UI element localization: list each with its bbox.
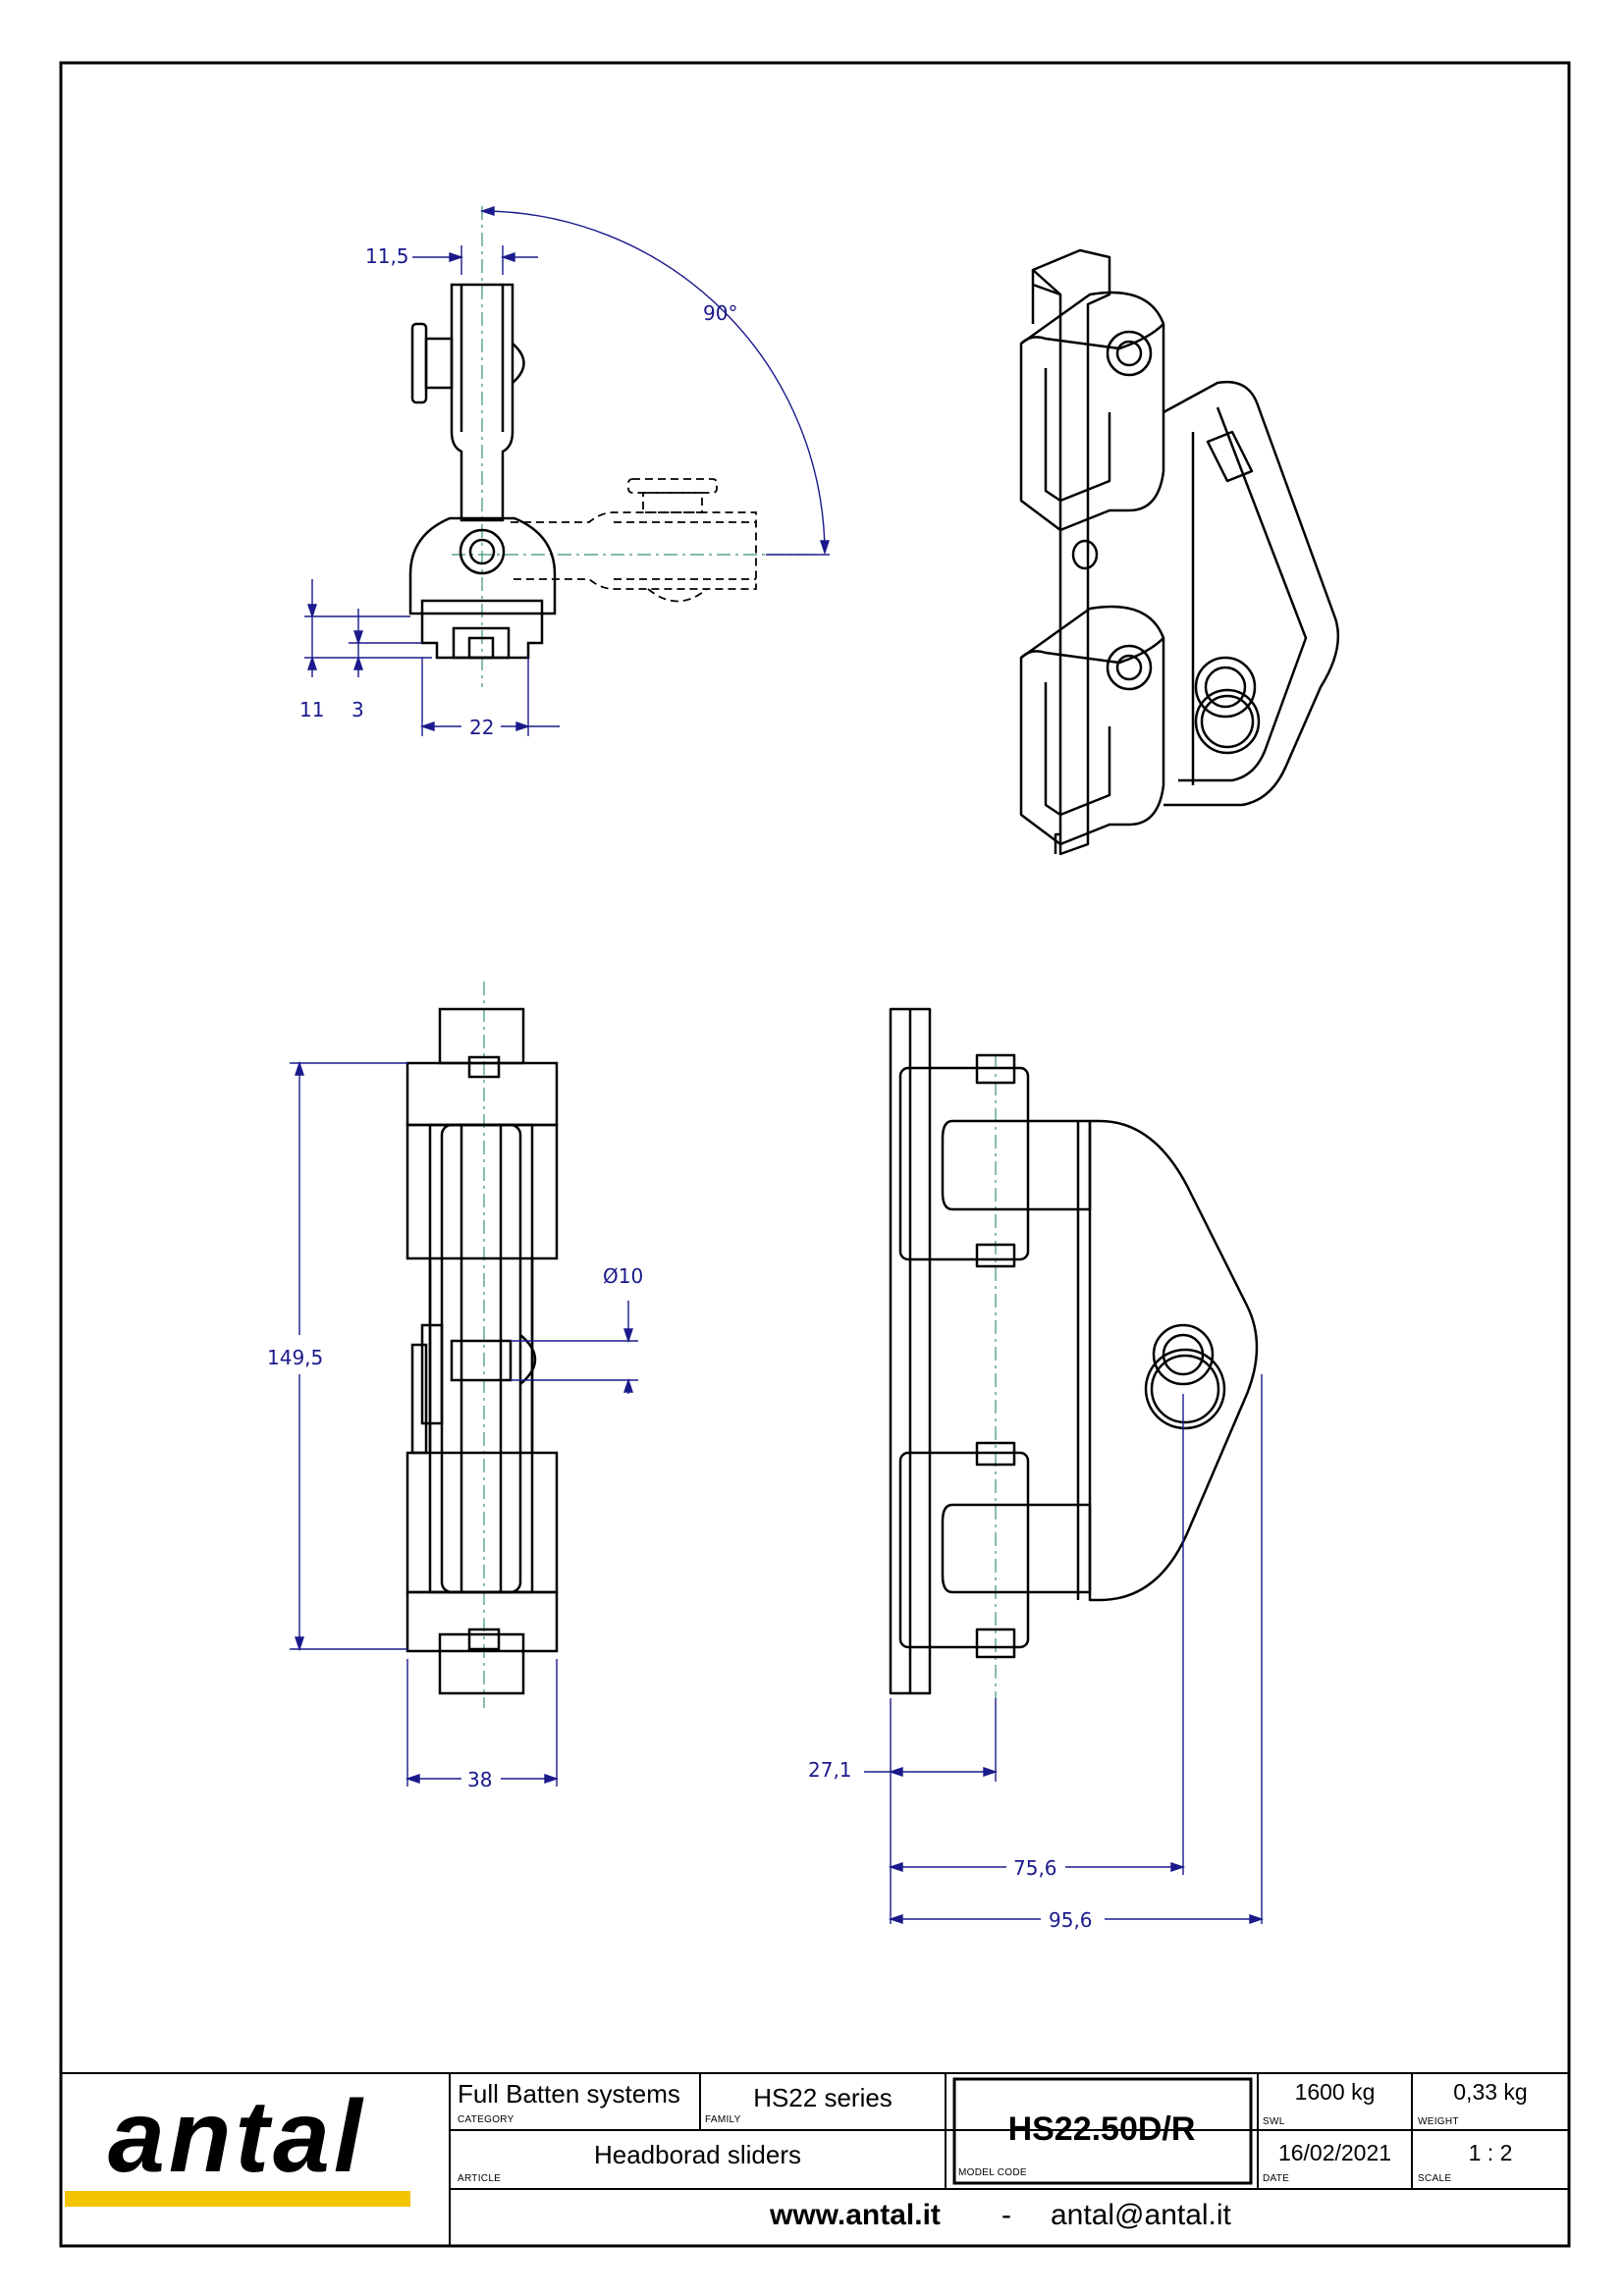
category-label: CATEGORY: [458, 2114, 514, 2125]
dims-top-left: [304, 206, 830, 736]
logo-wordmark: antal: [108, 2080, 366, 2194]
email-link[interactable]: antal@antal.it: [1051, 2199, 1231, 2231]
dim-27-1: 27,1: [808, 1758, 852, 1782]
website-link[interactable]: www.antal.it: [770, 2199, 941, 2231]
dim-22: 22: [469, 716, 494, 739]
article-label: ARTICLE: [458, 2173, 502, 2184]
dims-front-view: [290, 1060, 638, 1787]
dims-side-view-bottom-right: [864, 1374, 1265, 1924]
weight-label: WEIGHT: [1418, 2116, 1459, 2127]
scale-label: SCALE: [1418, 2173, 1452, 2184]
dim-3: 3: [352, 698, 364, 721]
dim-11: 11: [299, 698, 324, 721]
dim-149-5: 149,5: [267, 1346, 323, 1369]
article-value: Headborad sliders: [593, 2140, 801, 2169]
side-view-top-left: [408, 206, 815, 687]
category-value: Full Batten systems: [458, 2079, 680, 2109]
date-value: 16/02/2021: [1277, 2140, 1392, 2165]
title-block-grid: [61, 2072, 1569, 2246]
model-code-value: HS22.50D/R: [1007, 2110, 1196, 2148]
swl-value: 1600 kg: [1294, 2079, 1376, 2105]
side-view-bottom-right: [889, 1007, 1259, 1698]
model-code-label: MODEL CODE: [958, 2167, 1027, 2178]
footer-separator: -: [1001, 2199, 1011, 2231]
isometric-view: [1019, 248, 1340, 856]
front-view: [406, 982, 559, 1708]
logo-yellow-bar: [65, 2191, 410, 2207]
date-label: DATE: [1263, 2173, 1290, 2184]
scale-value: 1 : 2: [1468, 2140, 1513, 2165]
dim-90-degrees: 90°: [703, 301, 737, 325]
swl-label: SWL: [1263, 2116, 1285, 2127]
family-value: HS22 series: [753, 2083, 893, 2112]
weight-value: 0,33 kg: [1453, 2079, 1528, 2105]
sheet-frame: [59, 61, 1571, 2248]
dim-75-6: 75,6: [1013, 1856, 1057, 1880]
dim-38: 38: [467, 1768, 492, 1791]
family-label: FAMILY: [705, 2114, 741, 2125]
dim-diameter-10: Ø10: [603, 1264, 643, 1288]
dim-11-5: 11,5: [365, 244, 409, 268]
dim-95-6: 95,6: [1049, 1908, 1093, 1932]
